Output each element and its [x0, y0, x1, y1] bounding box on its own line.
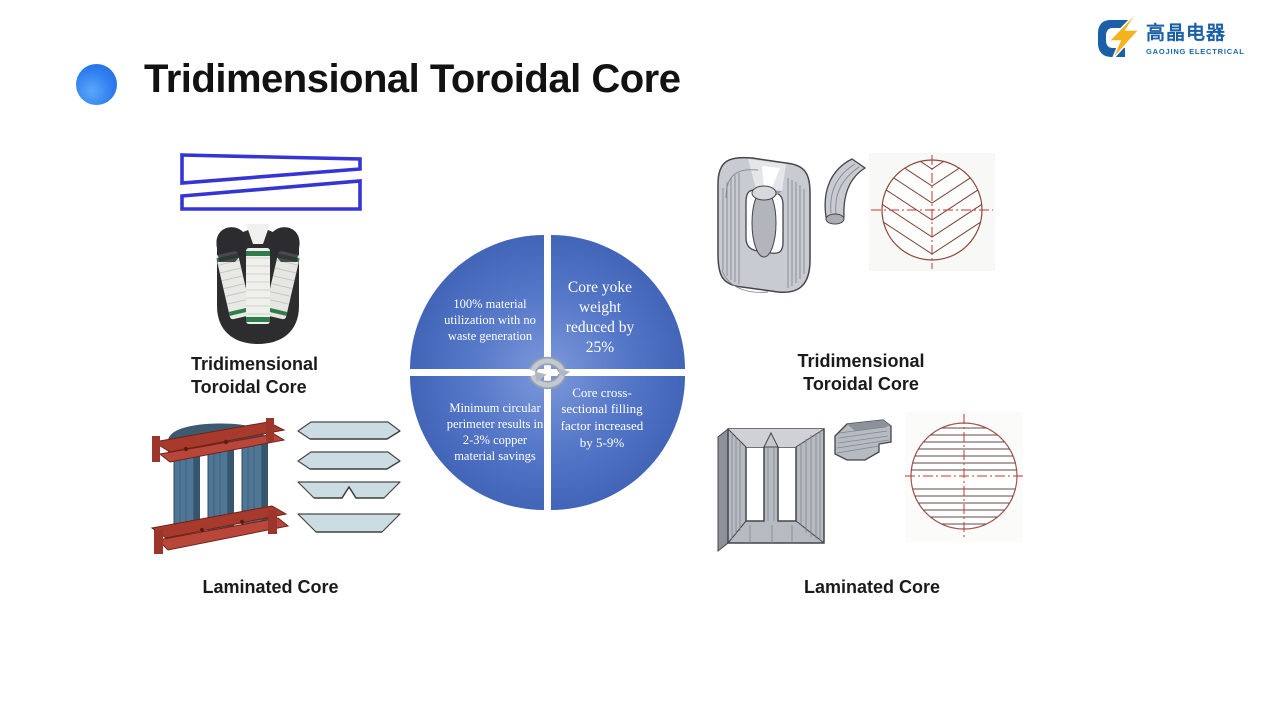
benefits-diagram: 100% material utilization with no waste …: [410, 235, 685, 510]
cycle-arrows-icon: [524, 349, 571, 396]
toroidal-core-photo: [207, 218, 309, 348]
lamination-sheets-figure: [296, 420, 402, 542]
benefit-text: 100% material utilization with no waste …: [444, 297, 536, 343]
benefit-text: Core cross-sectional filling factor incr…: [560, 384, 644, 450]
benefit-quadrant-bottom-left: Minimum circular perimeter results in 2-…: [410, 376, 544, 510]
core-sector-cad-figure: [818, 153, 868, 231]
right-toroidal-caption: Tridimensional Toroidal Core: [797, 351, 925, 394]
corner-piece-cad-figure: [829, 416, 895, 468]
company-logo: 高晶电器 GAOJING ELECTRICAL: [1095, 12, 1247, 68]
benefit-text: Minimum circular perimeter results in 2-…: [446, 401, 544, 463]
left-toroidal-caption: Tridimensional Toroidal Core: [191, 354, 319, 397]
stepped-section-drawing: [905, 412, 1023, 542]
laminated-core-cad-figure: [712, 413, 834, 555]
lightning-c-logo-icon: [1095, 12, 1141, 68]
chevron-section-drawing: [869, 153, 995, 271]
logo-name-en: GAOJING ELECTRICAL: [1146, 46, 1245, 56]
steel-strips-figure: [180, 152, 362, 212]
benefit-quadrant-bottom-right: Core cross-sectional filling factor incr…: [551, 376, 685, 510]
benefit-quadrant-top-right: Core yoke weight reduced by 25%: [551, 235, 685, 369]
logo-name-cn: 高晶电器: [1146, 23, 1227, 45]
right-laminated-caption: Laminated Core: [803, 577, 941, 597]
page-title: Tridimensional Toroidal Core: [144, 57, 681, 101]
left-laminated-caption: Laminated Core: [202, 577, 339, 597]
benefit-text: Core yoke weight reduced by 25%: [565, 279, 635, 356]
blue-dot-icon: [76, 64, 117, 105]
toroidal-core-cad-figure: [692, 148, 820, 310]
laminated-core-photo: [142, 402, 294, 562]
